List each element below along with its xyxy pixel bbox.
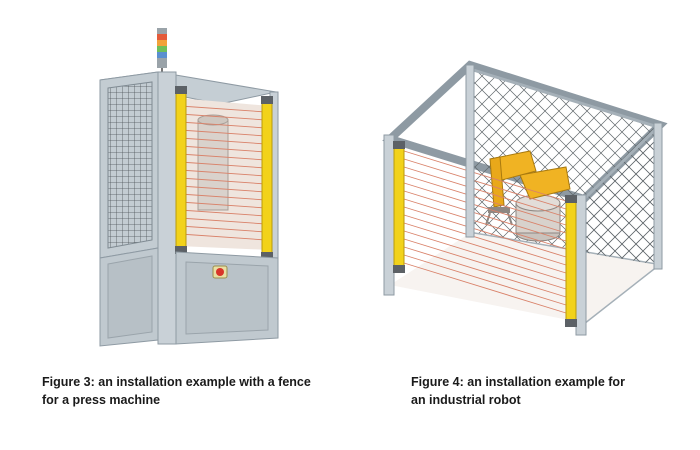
light-beams bbox=[179, 105, 267, 241]
figure-4-caption: Figure 4: an installation example for an… bbox=[411, 375, 625, 407]
press-machine-illustration bbox=[99, 28, 279, 347]
signal-tower-icon bbox=[157, 28, 167, 78]
light-curtain-right bbox=[261, 96, 273, 260]
light-curtain-left bbox=[175, 86, 187, 254]
light-curtain-right bbox=[565, 195, 577, 327]
light-beams bbox=[403, 150, 567, 314]
robot-cell-illustration bbox=[382, 60, 668, 336]
emergency-stop-icon bbox=[212, 265, 228, 279]
figure-3-caption: Figure 3: an installation example with a… bbox=[42, 375, 311, 407]
light-curtain-left bbox=[393, 141, 405, 273]
